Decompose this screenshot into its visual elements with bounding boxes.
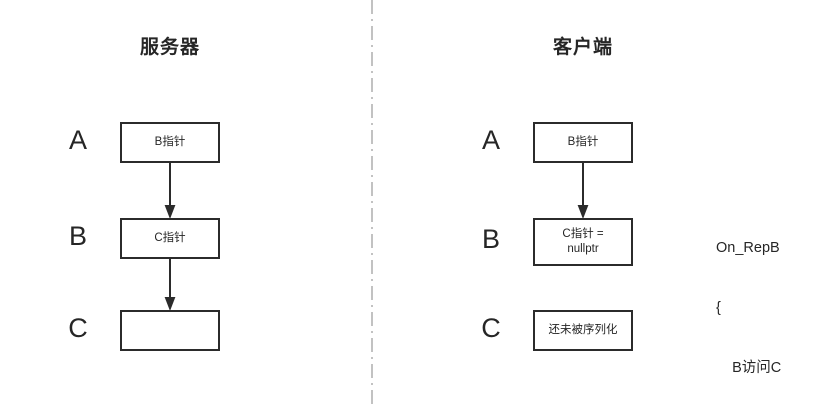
arrow-server-a-to-b <box>164 161 176 219</box>
node-box-client-b[interactable]: C指针 = nullptr <box>533 218 633 266</box>
panel-title-client: 客户端 <box>552 37 613 58</box>
row-label-client-a: A <box>481 125 500 155</box>
node-box-server-c[interactable] <box>120 310 220 351</box>
node-box-client-c[interactable]: 还未被序列化 <box>533 310 633 351</box>
row-label-server-a: A <box>68 125 87 155</box>
node-box-server-b[interactable]: C指针 <box>120 218 220 259</box>
code-line-signature: On_RepB <box>716 240 780 256</box>
node-box-client-a[interactable]: B指针 <box>533 122 633 163</box>
code-line-open-brace: { <box>716 300 721 316</box>
node-box-server-a[interactable]: B指针 <box>120 122 220 163</box>
row-label-server-b: B <box>68 221 87 251</box>
panel-divider-icon <box>371 0 373 407</box>
row-label-server-c: C <box>68 313 88 343</box>
arrow-server-b-to-c <box>164 257 176 311</box>
row-label-client-b: B <box>481 224 500 254</box>
arrow-client-a-to-b <box>577 161 589 219</box>
row-label-client-c: C <box>481 313 501 343</box>
panel-title-server: 服务器 <box>139 37 200 58</box>
code-line-body: B访问C <box>716 360 782 376</box>
on-repb-code-annotation: On_RepB { B访问C } <box>716 198 826 407</box>
